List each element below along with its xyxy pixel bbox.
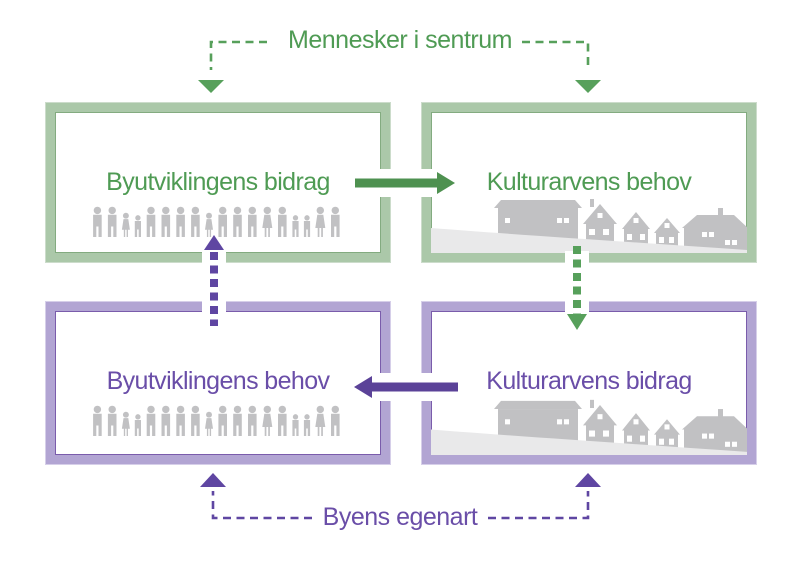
border-gap	[420, 169, 433, 197]
border-gap	[202, 300, 226, 313]
border-gap	[565, 300, 589, 313]
box-kulturarvens-behov: Kulturarvens behov	[422, 103, 756, 262]
people-row-icon	[93, 206, 340, 237]
box-title: Kulturarvens bidrag	[486, 367, 692, 395]
border-gap	[202, 251, 226, 264]
border-gap	[565, 251, 589, 264]
box-title: Byutviklingens bidrag	[106, 168, 330, 196]
box-title: Byutviklingens behov	[106, 367, 330, 395]
box-kulturarvens-bidrag: Kulturarvens bidrag	[422, 302, 756, 464]
bottom-label: Byens egenart	[322, 503, 478, 531]
box-title: Kulturarvens behov	[486, 168, 692, 196]
top-dashed-left-arrow	[198, 40, 267, 93]
border-gap	[379, 169, 392, 197]
bottom-dashed-right-arrow	[488, 473, 601, 520]
top-dashed-right-arrow	[522, 40, 601, 93]
bottom-dashed-left-arrow	[200, 473, 312, 520]
border-gap	[379, 373, 392, 401]
box-byutviklingens-behov: Byutviklingens behov	[46, 302, 390, 464]
top-label: Mennesker i sentrum	[288, 26, 512, 54]
people-row-icon	[93, 405, 340, 436]
border-gap	[420, 373, 433, 401]
box-byutviklingens-bidrag: Byutviklingens bidrag	[46, 103, 390, 262]
